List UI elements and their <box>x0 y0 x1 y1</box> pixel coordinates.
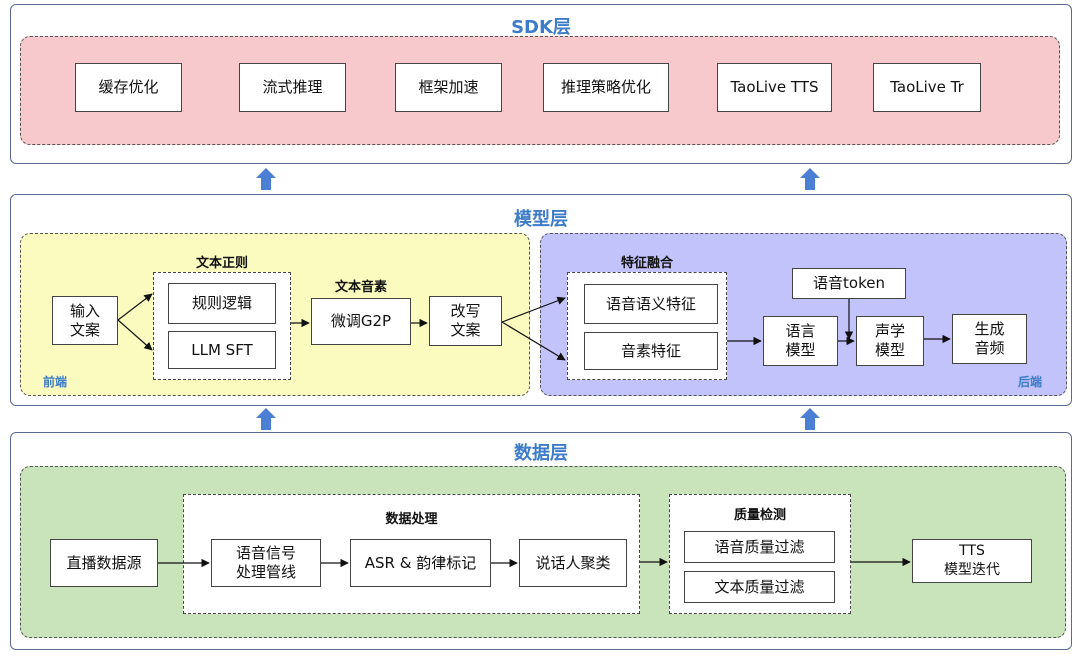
phoneme-title: 文本音素 <box>334 280 387 295</box>
tts-iteration-box: TTS 模型迭代 <box>912 539 1032 583</box>
arrow-input-to-norm-bottom <box>117 319 153 351</box>
speech-token-box: 语音token <box>792 268 906 299</box>
data-layer-title: 数据层 <box>514 443 568 464</box>
data-processing-title: 数据处理 <box>385 512 438 527</box>
quality-check-title: 质量检测 <box>733 508 786 523</box>
signal-pipeline-box: 语音信号 处理管线 <box>211 539 321 587</box>
up-arrow-left-bottom <box>256 408 276 430</box>
asr-prosody-box: ASR & 韵律标记 <box>350 539 491 587</box>
up-arrow-right-bottom <box>800 408 820 430</box>
llm-sft-box: LLM SFT <box>168 331 276 369</box>
arrow-input-to-norm-top <box>117 293 153 321</box>
text-quality-filter-box: 文本质量过滤 <box>684 571 835 603</box>
sdk-item-cache: 缓存优化 <box>75 63 182 112</box>
generate-audio-box: 生成 音频 <box>952 314 1027 364</box>
up-arrow-left-top <box>256 168 276 190</box>
sdk-item-taolive-tr: TaoLive Tr <box>873 63 981 112</box>
semantic-feature-box: 语音语义特征 <box>584 284 718 324</box>
feature-fusion-title: 特征融合 <box>620 256 673 271</box>
arrow-rewrite-to-semantic <box>501 296 566 323</box>
phoneme-feature-box: 音素特征 <box>584 332 718 370</box>
acoustic-model-box: 声学 模型 <box>856 316 924 366</box>
language-model-box: 语言 模型 <box>763 316 838 366</box>
sdk-item-streaming: 流式推理 <box>239 63 346 112</box>
live-data-source-box: 直播数据源 <box>50 539 158 587</box>
backend-label: 后端 <box>1018 375 1043 389</box>
rule-logic-box: 规则逻辑 <box>168 283 276 324</box>
input-text-box: 输入 文案 <box>52 296 118 345</box>
sdk-item-strategy: 推理策略优化 <box>543 63 669 112</box>
frontend-label: 前端 <box>43 375 68 389</box>
rewrite-text-box: 改写 文案 <box>429 296 502 346</box>
model-layer-title: 模型层 <box>514 209 568 230</box>
speaker-clustering-box: 说话人聚类 <box>519 539 627 587</box>
sdk-layer-title: SDK层 <box>511 17 571 38</box>
text-normalization-title: 文本正则 <box>195 256 248 271</box>
arrow-rewrite-to-phoneme <box>501 321 566 361</box>
g2p-box: 微调G2P <box>311 298 411 345</box>
speech-quality-filter-box: 语音质量过滤 <box>684 531 835 563</box>
sdk-item-taolive-tts: TaoLive TTS <box>717 63 832 112</box>
sdk-item-framework: 框架加速 <box>395 63 502 112</box>
up-arrow-right-top <box>800 168 820 190</box>
